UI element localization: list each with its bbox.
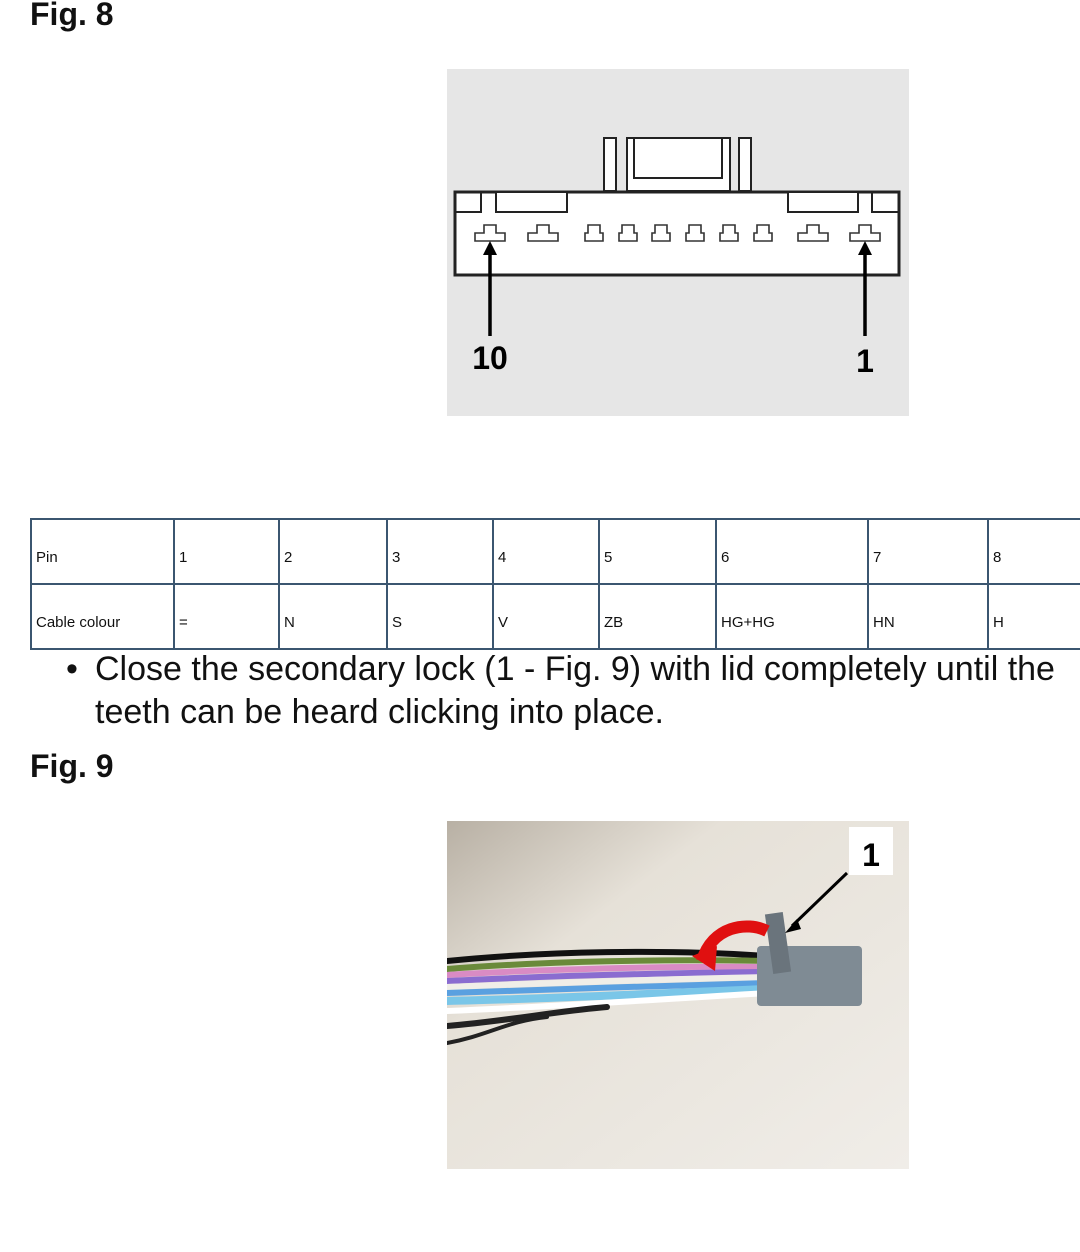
- figure-9-title: Fig. 9: [30, 748, 114, 784]
- table-cell: 4: [492, 518, 600, 585]
- pin-table: Pin 1 2 3 4 5 6 7 8 Cable colour = N S V…: [30, 518, 1080, 650]
- table-cell: 7: [867, 518, 989, 585]
- table-cell: S: [386, 583, 494, 650]
- table-cell: 5: [598, 518, 717, 585]
- figure-8-title: Fig. 8: [30, 0, 114, 32]
- pin-cavity-icon: [618, 224, 638, 242]
- table-cell: 3: [386, 518, 494, 585]
- connector-photo: 1: [447, 821, 909, 1169]
- pin-cavity-icon: [474, 224, 506, 242]
- pin-cavity-icon: [584, 224, 604, 242]
- callout-1-label: 1: [862, 837, 880, 873]
- pin-cavity-icon: [753, 224, 773, 242]
- instruction-line-1: Close the secondary lock (1 - Fig. 9) wi…: [95, 650, 1055, 688]
- row-header: Pin: [30, 518, 175, 585]
- pin-cavity-icon: [527, 224, 559, 242]
- table-cell: 2: [278, 518, 388, 585]
- table-cell: H: [987, 583, 1080, 650]
- table-row-cable-colour: Cable colour = N S V ZB HG+HG HN H: [30, 583, 1080, 650]
- pin-10-label: 10: [472, 340, 508, 376]
- instruction-line-2: teeth can be heard clicking into place.: [95, 693, 664, 731]
- connector-diagram: 10 1: [447, 69, 909, 416]
- pin-cavity-icon: [651, 224, 671, 242]
- table-cell: ZB: [598, 583, 717, 650]
- table-cell: 8: [987, 518, 1080, 585]
- table-cell: N: [278, 583, 388, 650]
- pin-cavity-icon: [797, 224, 829, 242]
- table-cell: =: [173, 583, 280, 650]
- pin-cavity-icon: [849, 224, 881, 242]
- row-header: Cable colour: [30, 583, 175, 650]
- table-cell: 1: [173, 518, 280, 585]
- bullet-icon: •: [66, 650, 78, 688]
- pin-cavity-icon: [719, 224, 739, 242]
- table-cell: 6: [715, 518, 869, 585]
- table-cell: HN: [867, 583, 989, 650]
- pin-cavity-icon: [685, 224, 705, 242]
- table-row-pin: Pin 1 2 3 4 5 6 7 8: [30, 518, 1080, 585]
- table-cell: HG+HG: [715, 583, 869, 650]
- table-cell: V: [492, 583, 600, 650]
- pin-1-label: 1: [856, 343, 874, 379]
